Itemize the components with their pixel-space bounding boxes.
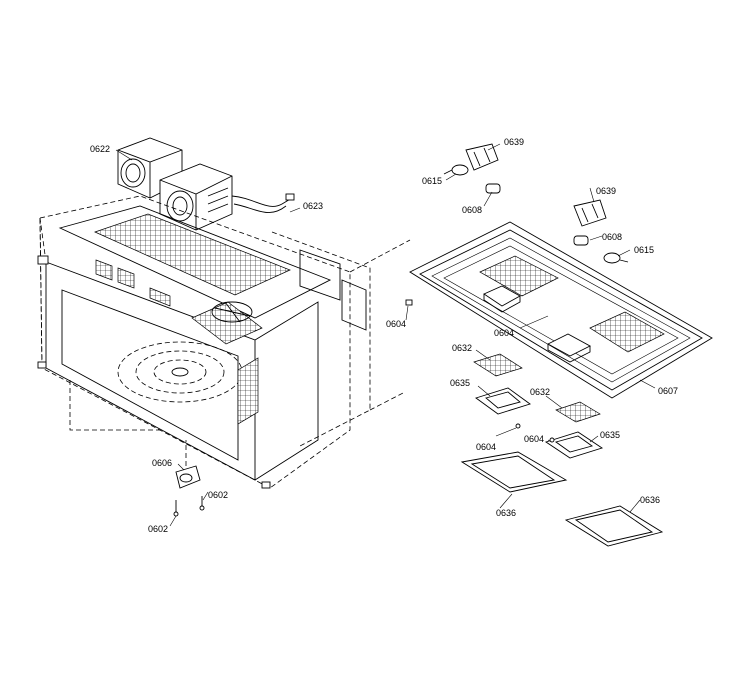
callout-0606: 0606 [152,458,172,468]
callout-0623: 0623 [303,201,323,211]
callout-0632-left: 0632 [452,343,472,353]
base-plate [405,221,713,399]
microwave-cabinet [37,195,411,489]
lamp-assemblies [443,143,629,264]
lens-covers-and-filters [460,353,664,547]
callout-0639-lower: 0639 [596,186,616,196]
callout-0622: 0622 [90,144,110,154]
callout-labels: 0622 0623 0606 0602 0602 0639 0615 0608 … [90,137,678,534]
callout-0635-right: 0635 [600,430,620,440]
callout-0608-lower: 0608 [602,232,622,242]
callout-0636-left: 0636 [496,508,516,518]
callout-0604-lower-right: 0604 [524,434,544,444]
callout-0604-center: 0604 [494,328,514,338]
callout-0615-lower: 0615 [634,245,654,255]
callout-0602-right: 0602 [208,490,228,500]
callout-0604-left: 0604 [386,319,406,329]
leader-lines [115,143,656,527]
blower-motor-assembly [117,137,295,231]
callout-0604-lower-left: 0604 [476,442,496,452]
callout-0635-left: 0635 [450,378,470,388]
callout-0607: 0607 [658,386,678,396]
callout-0602-left: 0602 [148,524,168,534]
callout-0608-upper: 0608 [462,205,482,215]
callout-0636-right: 0636 [640,495,660,505]
turntable-motor [173,440,205,517]
callout-0632-right: 0632 [530,387,550,397]
callout-0639-upper: 0639 [504,137,524,147]
callout-0615-upper: 0615 [422,176,442,186]
